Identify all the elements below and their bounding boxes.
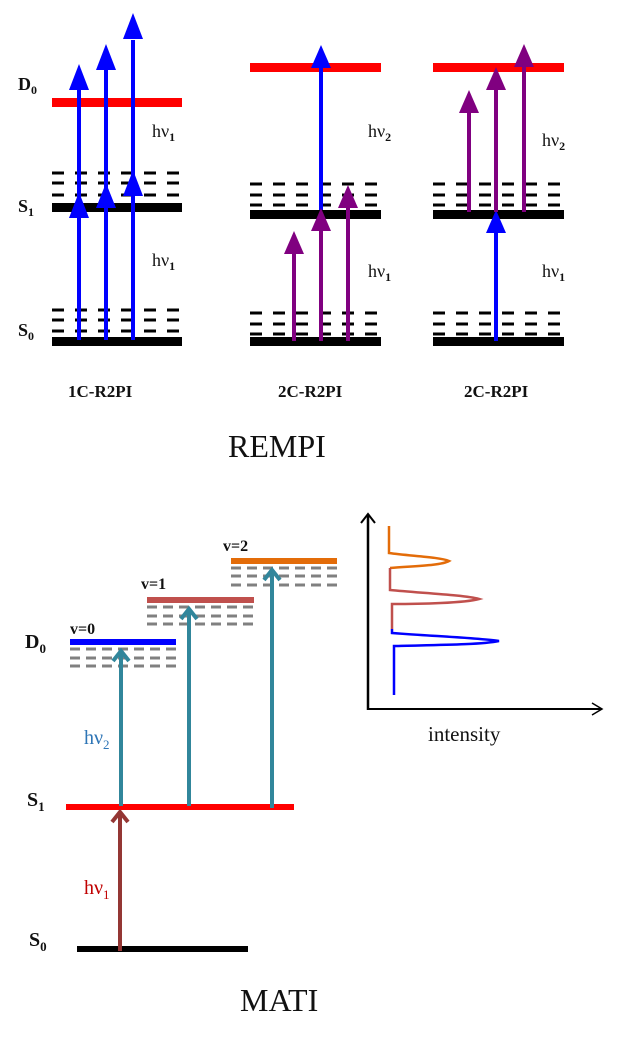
d0-v0-level: [70, 639, 176, 645]
level-label-d0: D0: [25, 631, 46, 656]
mati-section: D0 S1 S0 v=0 v=1 v=2: [25, 512, 604, 1018]
rydberg-excitation-arrow: [179, 605, 199, 806]
s1-level: [52, 203, 182, 212]
photon-label-upper: hν2: [542, 130, 565, 153]
d0-v1-level: [147, 597, 254, 603]
photon-label-upper: hν1: [152, 121, 175, 144]
excitation-arrow: [284, 231, 304, 341]
panel-1c-r2pi: D0 S1 S0: [18, 13, 182, 401]
panel-2c-r2pi-a: hν2 hν1 2C-R2PI: [250, 45, 391, 401]
excitation-arrow: [110, 808, 130, 951]
mati-title: MATI: [240, 982, 318, 1018]
s0-level: [433, 337, 564, 346]
panel-caption: 1C-R2PI: [68, 382, 133, 401]
vib-label-v0: v=0: [70, 621, 95, 638]
photon-label-lower: hν1: [152, 250, 175, 273]
excitation-arrow: [486, 210, 506, 341]
d0-level: [52, 98, 182, 107]
y-axis-arrowhead: [360, 512, 376, 524]
rempi-title: REMPI: [228, 428, 326, 464]
photon-label-lower: hν1: [368, 261, 391, 284]
excitation-arrow: [338, 185, 358, 341]
level-label-d0: D0: [18, 74, 37, 97]
panel-2c-r2pi-b: hν2 hν1 2C-R2PI: [433, 44, 565, 401]
s0-level: [77, 946, 248, 952]
excitation-arrow: [311, 208, 331, 341]
s0-level: [250, 337, 381, 346]
level-label-s0: S0: [29, 929, 47, 954]
excitation-arrow: [96, 44, 116, 340]
photon-label-upper: hν2: [368, 121, 391, 144]
photon-label-hv1: hν1: [84, 877, 110, 902]
d0-level: [433, 63, 564, 72]
s1-level: [433, 210, 564, 219]
spectrum-peak-v0: [390, 629, 500, 695]
s1-level: [250, 210, 381, 219]
ionization-arrow: [311, 45, 331, 210]
ionization-arrow: [459, 90, 479, 212]
s0-level: [52, 337, 182, 346]
vib-label-v2: v=2: [223, 538, 248, 555]
spectrum-peak-v2: [387, 526, 452, 570]
x-axis-arrowhead: [591, 702, 604, 716]
level-label-s1: S1: [27, 789, 45, 814]
excitation-arrow: [69, 64, 89, 340]
panel-caption: 2C-R2PI: [464, 382, 529, 401]
rempi-section: D0 S1 S0: [18, 13, 565, 464]
level-label-s1: S1: [18, 196, 34, 219]
panel-caption: 2C-R2PI: [278, 382, 343, 401]
s1-level: [66, 804, 294, 810]
level-label-s0: S0: [18, 320, 34, 343]
excitation-arrow: [123, 13, 143, 340]
mati-spectrum-inset: intensity: [360, 512, 604, 746]
x-axis-label: intensity: [428, 722, 501, 746]
rydberg-excitation-arrow: [111, 647, 131, 806]
d0-v2-level: [231, 558, 337, 564]
photon-label-lower: hν1: [542, 261, 565, 284]
photon-label-hv2: hν2: [84, 727, 110, 752]
spectrum-peak-v1: [388, 568, 484, 629]
ionization-arrow: [486, 67, 506, 212]
rydberg-excitation-arrow: [262, 566, 282, 808]
ionization-arrow: [514, 44, 534, 212]
vib-label-v1: v=1: [141, 576, 166, 593]
